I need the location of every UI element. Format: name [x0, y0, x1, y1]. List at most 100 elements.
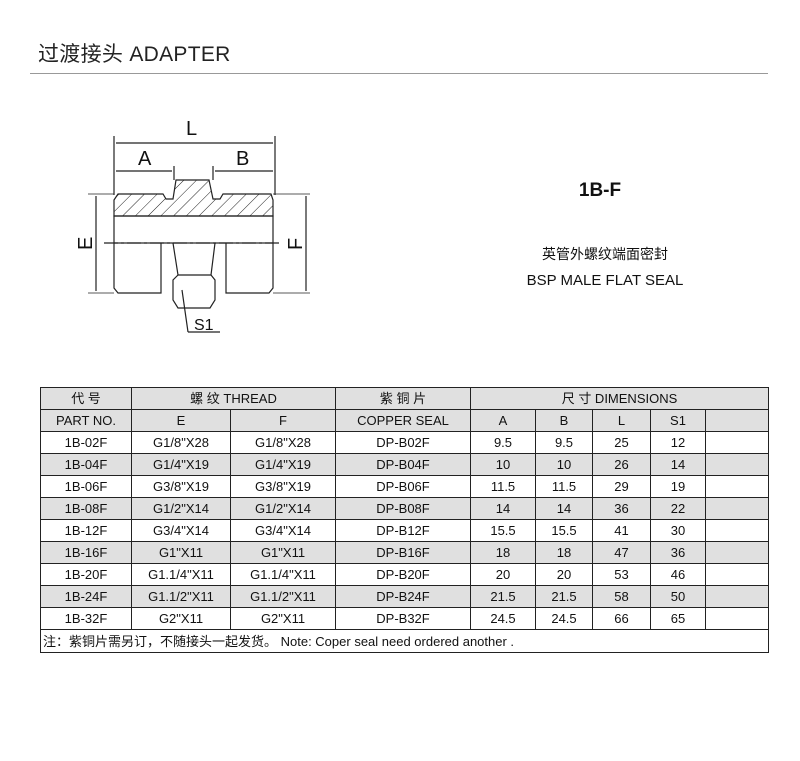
table-cell: [705, 475, 769, 498]
table-cell: 10: [470, 453, 536, 476]
dim-label-f: F: [285, 238, 307, 250]
table-cell: 1B-04F: [40, 453, 132, 476]
table-cell: G1"X11: [131, 541, 231, 564]
table-cell: G1/8"X28: [131, 431, 231, 454]
table-cell: 15.5: [535, 519, 593, 542]
column-header: [705, 409, 769, 432]
dim-label-e: E: [75, 237, 97, 250]
model-code: 1B-F: [578, 180, 622, 201]
table-cell: G2"X11: [131, 607, 231, 630]
header-code: 代 号: [40, 387, 132, 410]
table-cell: 36: [592, 497, 651, 520]
table-cell: 1B-06F: [40, 475, 132, 498]
table-cell: 1B-02F: [40, 431, 132, 454]
table-cell: 18: [535, 541, 593, 564]
table-cell: 14: [535, 497, 593, 520]
table-cell: G3/4"X14: [131, 519, 231, 542]
table-cell: 11.5: [470, 475, 536, 498]
table-cell: 24.5: [470, 607, 536, 630]
table-cell: 1B-24F: [40, 585, 132, 608]
table-cell: 12: [650, 431, 706, 454]
table-cell: DP-B12F: [335, 519, 471, 542]
table-cell: DP-B08F: [335, 497, 471, 520]
table-cell: 26: [592, 453, 651, 476]
table-cell: G2"X11: [230, 607, 336, 630]
column-header: E: [131, 409, 231, 432]
table-cell: G1.1/4"X11: [131, 563, 231, 586]
table-cell: G1.1/2"X11: [230, 585, 336, 608]
table-cell: 9.5: [535, 431, 593, 454]
table-cell: [705, 453, 769, 476]
table-cell: 29: [592, 475, 651, 498]
table-cell: G3/8"X19: [131, 475, 231, 498]
table-cell: G1"X11: [230, 541, 336, 564]
column-header: COPPER SEAL: [335, 409, 471, 432]
table-cell: G1.1/4"X11: [230, 563, 336, 586]
table-cell: [705, 497, 769, 520]
table-cell: 1B-20F: [40, 563, 132, 586]
table-cell: 14: [470, 497, 536, 520]
table-cell: DP-B32F: [335, 607, 471, 630]
table-cell: 1B-12F: [40, 519, 132, 542]
column-header: L: [592, 409, 651, 432]
table-cell: 14: [650, 453, 706, 476]
header-dimensions: 尺 寸 DIMENSIONS: [470, 387, 769, 410]
table-cell: DP-B04F: [335, 453, 471, 476]
table-cell: 47: [592, 541, 651, 564]
column-header: S1: [650, 409, 706, 432]
title-divider: [30, 73, 768, 74]
table-cell: G1.1/2"X11: [131, 585, 231, 608]
table-cell: 10: [535, 453, 593, 476]
table-cell: G1/4"X19: [230, 453, 336, 476]
adapter-technical-drawing: L A B E F S1: [75, 118, 310, 334]
table-cell: G3/8"X19: [230, 475, 336, 498]
table-cell: 1B-16F: [40, 541, 132, 564]
table-cell: 58: [592, 585, 651, 608]
table-cell: 21.5: [535, 585, 593, 608]
table-cell: 22: [650, 497, 706, 520]
table-cell: [705, 519, 769, 542]
table-cell: DP-B02F: [335, 431, 471, 454]
table-cell: G1/2"X14: [131, 497, 231, 520]
table-cell: G3/4"X14: [230, 519, 336, 542]
table-cell: 11.5: [535, 475, 593, 498]
table-cell: [705, 563, 769, 586]
table-cell: 21.5: [470, 585, 536, 608]
table-cell: DP-B24F: [335, 585, 471, 608]
table-cell: DP-B16F: [335, 541, 471, 564]
description-en: BSP MALE FLAT SEAL: [526, 272, 684, 289]
column-header: PART NO.: [40, 409, 132, 432]
table-cell: 50: [650, 585, 706, 608]
group-header-row: 代 号 螺 纹 THREAD 紫 铜 片 尺 寸 DIMENSIONS: [40, 387, 769, 410]
dim-label-l: L: [186, 118, 197, 140]
table-cell: 1B-32F: [40, 607, 132, 630]
table-cell: 30: [650, 519, 706, 542]
table-cell: DP-B20F: [335, 563, 471, 586]
dim-label-a: A: [138, 148, 152, 170]
table-cell: G1/4"X19: [131, 453, 231, 476]
column-header: B: [535, 409, 593, 432]
table-cell: [705, 607, 769, 630]
table-cell: G1/8"X28: [230, 431, 336, 454]
description-cn: 英管外螺纹端面密封: [542, 246, 668, 262]
column-header: F: [230, 409, 336, 432]
table-cell: 53: [592, 563, 651, 586]
table-cell: 18: [470, 541, 536, 564]
table-note: 注：紫铜片需另订，不随接头一起发货。 Note: Coper seal need…: [40, 629, 769, 653]
table-cell: [705, 541, 769, 564]
table-cell: 24.5: [535, 607, 593, 630]
table-cell: [705, 585, 769, 608]
dim-label-s1: S1: [194, 317, 214, 334]
table-cell: 36: [650, 541, 706, 564]
table-cell: [705, 431, 769, 454]
table-cell: 66: [592, 607, 651, 630]
